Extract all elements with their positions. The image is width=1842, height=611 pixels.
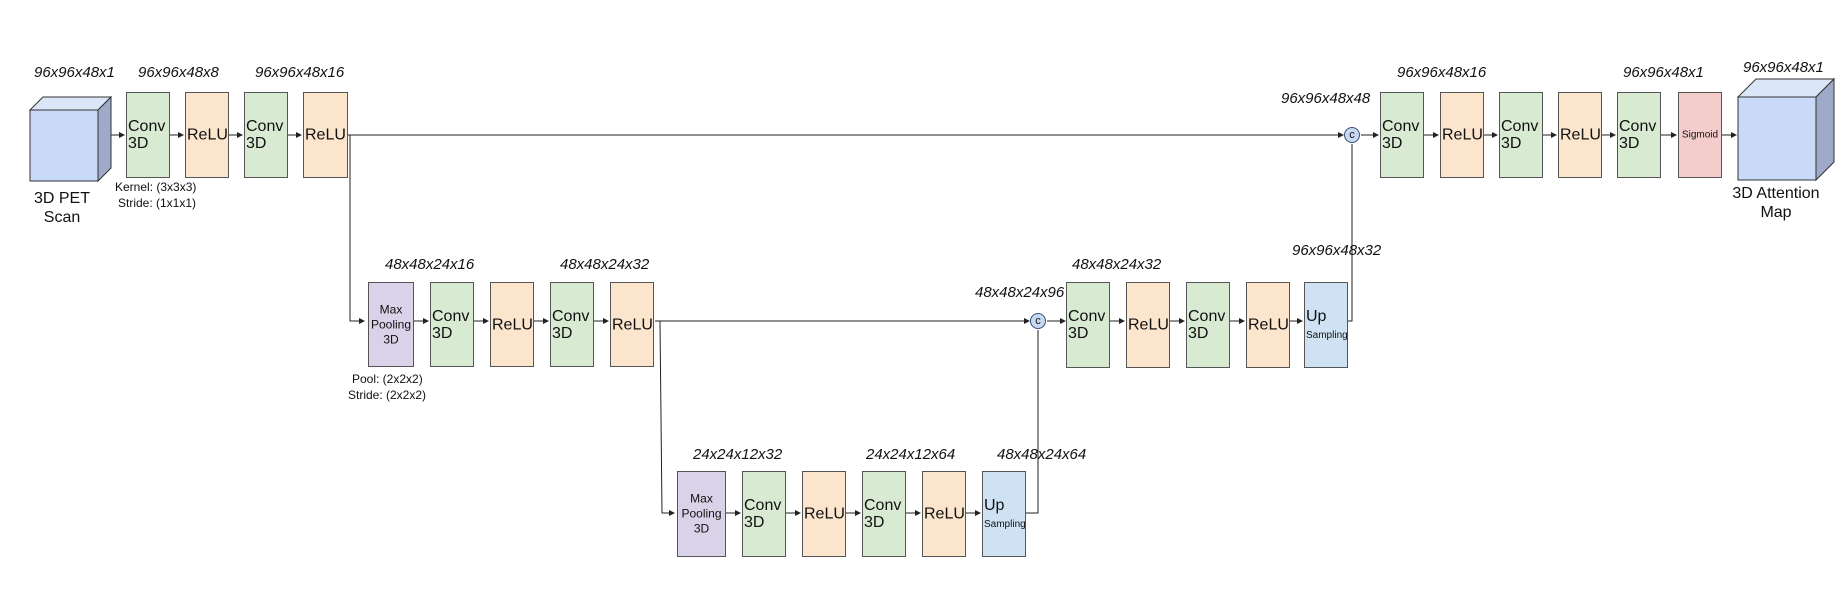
dec1-conv-c: Conv 3D: [1617, 92, 1661, 178]
dec1-relu-b: ReLU: [1558, 92, 1602, 178]
enc1-conv-a: Conv 3D: [126, 92, 170, 178]
dec2-sampling-text: Sampling: [1306, 330, 1348, 341]
input-caption: 3D PET Scan: [33, 190, 90, 226]
bott-conv-b: Conv 3D: [862, 471, 906, 557]
enc2-pool-note: Pool: (2x2x2): [352, 372, 423, 386]
enc2-conv-b: Conv 3D: [550, 282, 594, 367]
enc1-relu-b: ReLU: [303, 92, 348, 178]
enc2-maxpool: Max Pooling 3D: [368, 282, 414, 367]
dec2-relu-b: ReLU: [1246, 282, 1290, 368]
output-cube: [1736, 77, 1836, 182]
bott-relu-b: ReLU: [922, 471, 966, 557]
dec1-sigmoid: Sigmoid: [1678, 92, 1722, 178]
dec1-conv-a: Conv 3D: [1380, 92, 1424, 178]
bott-relu-a: ReLU: [802, 471, 846, 557]
dec1-dim-a: 96x96x48x16: [1397, 64, 1487, 81]
concat-node-1: c: [1344, 127, 1360, 143]
dec2-up-text: Up: [1306, 308, 1327, 325]
enc1-relu-a: ReLU: [185, 92, 229, 178]
output-dim-label: 96x96x48x1: [1743, 59, 1824, 76]
dec1-relu-a: ReLU: [1440, 92, 1484, 178]
bott-up-text: Up: [984, 497, 1005, 514]
enc1-stride-note: Stride: (1x1x1): [118, 196, 197, 210]
enc2-dim-a: 48x48x24x16: [385, 256, 475, 273]
dec1-conv-b: Conv 3D: [1499, 92, 1543, 178]
dec2-dim: 48x48x24x32: [1072, 256, 1162, 273]
bott-sampling-text: Sampling: [984, 519, 1026, 530]
dec2-conv-a: Conv 3D: [1066, 282, 1110, 368]
enc1-kernel-note: Kernel: (3x3x3): [115, 180, 197, 194]
input-cube: [28, 95, 113, 183]
bott-maxpool: Max Pooling 3D: [677, 471, 726, 557]
bott-dim-b: 24x24x12x64: [866, 446, 956, 463]
input-dim-label: 96x96x48x1: [34, 64, 115, 81]
output-caption: 3D Attention Map: [1732, 185, 1820, 221]
dec1-dim-b: 96x96x48x1: [1623, 64, 1704, 81]
dec1-concat-dim: 96x96x48x48: [1281, 90, 1371, 107]
bott-conv-a: Conv 3D: [742, 471, 786, 557]
dec2-conv-b: Conv 3D: [1186, 282, 1230, 368]
dec2-relu-a: ReLU: [1126, 282, 1170, 368]
enc1-dim-a: 96x96x48x8: [138, 64, 219, 81]
bott-dim-a: 24x24x12x32: [693, 446, 783, 463]
enc1-conv-b: Conv 3D: [244, 92, 288, 178]
enc2-dim-b: 48x48x24x32: [560, 256, 650, 273]
enc1-dim-b: 96x96x48x16: [255, 64, 345, 81]
enc2-relu-b: ReLU: [610, 282, 654, 367]
dec2-dim-up: 96x96x48x32: [1292, 242, 1382, 259]
bott-dim-up: 48x48x24x64: [997, 446, 1087, 463]
enc2-stride-note: Stride: (2x2x2): [348, 388, 427, 402]
enc2-relu-a: ReLU: [490, 282, 534, 367]
dec2-concat-dim: 48x48x24x96: [975, 284, 1065, 301]
concat-node-2: c: [1030, 313, 1046, 329]
enc2-conv-a: Conv 3D: [430, 282, 474, 367]
